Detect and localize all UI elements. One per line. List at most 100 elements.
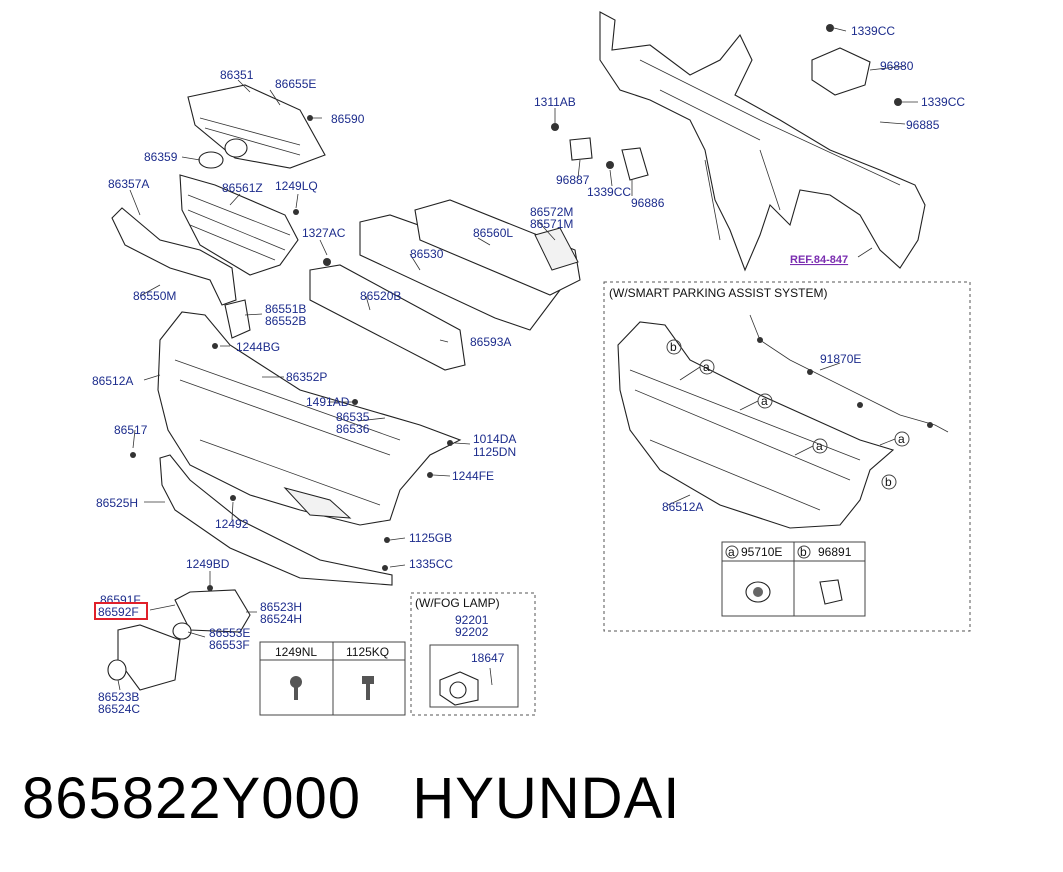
label-96886: 96886 xyxy=(631,196,665,210)
small-brackets xyxy=(551,24,902,181)
lower-stiffener xyxy=(309,264,466,371)
label-86512A-spas: 86512A xyxy=(662,500,703,514)
label-1249BD: 1249BD xyxy=(186,557,230,571)
sensor-bracket-icon xyxy=(819,579,843,605)
cowl-crossmember xyxy=(599,11,926,272)
label-1335CC: 1335CC xyxy=(409,557,453,571)
step-pad xyxy=(534,227,579,271)
part-number-footer: 865822Y000 HYUNDAI xyxy=(22,765,680,832)
label-86552B: 86552B xyxy=(265,314,306,328)
grille-molding xyxy=(111,207,237,306)
label-1339CC-a: 1339CC xyxy=(587,185,631,199)
label-86592F: 86592F xyxy=(98,605,139,619)
label-86561Z: 86561Z xyxy=(222,181,263,195)
label-1249LQ: 1249LQ xyxy=(275,179,318,193)
front-bumper-cover xyxy=(157,311,462,526)
label-86535: 86535 xyxy=(336,410,370,424)
svg-text:a: a xyxy=(703,360,710,374)
callout-labels-right: 1311AB 96887 1339CC 96886 1339CC 96880 1… xyxy=(534,24,965,266)
label-86351: 86351 xyxy=(220,68,254,82)
svg-text:b: b xyxy=(670,340,677,354)
label-86593A: 86593A xyxy=(470,335,511,349)
label-86352P: 86352P xyxy=(286,370,327,384)
label-86512A: 86512A xyxy=(92,374,133,388)
label-12492: 12492 xyxy=(215,517,249,531)
energy-absorber xyxy=(414,199,581,296)
part-number: 865822Y000 xyxy=(22,766,361,831)
label-86572M: 86572M xyxy=(530,205,573,219)
label-1311AB: 1311AB xyxy=(534,95,576,109)
fastener-legend: 1249NL 1125KQ xyxy=(259,641,406,716)
label-96880: 96880 xyxy=(880,59,914,73)
legend-96891: 96891 xyxy=(818,545,852,559)
svg-text:a: a xyxy=(898,432,905,446)
label-86536: 86536 xyxy=(336,422,370,436)
label-92201: 92201 xyxy=(455,613,489,627)
label-86571M: 86571M xyxy=(530,217,573,231)
reference-link: REF.84-847 xyxy=(790,254,848,266)
label-96887: 96887 xyxy=(556,173,590,187)
radiator-grille xyxy=(179,174,299,276)
legend-95710E: 95710E xyxy=(741,545,782,559)
sensor-legend: a 95710E b 96891 xyxy=(721,541,866,617)
label-1244FE: 1244FE xyxy=(452,469,494,483)
label-86523H: 86523H xyxy=(260,600,302,614)
lower-lip xyxy=(159,454,393,586)
fog-bezel xyxy=(107,589,251,691)
label-86359: 86359 xyxy=(144,150,178,164)
svg-text:a: a xyxy=(816,439,823,453)
label-1014DA: 1014DA xyxy=(473,432,516,446)
upper-grille xyxy=(187,84,326,169)
leader-lines xyxy=(117,79,556,691)
highlight-box-86592F xyxy=(94,602,148,620)
label-96885: 96885 xyxy=(906,118,940,132)
fog-lamp-title: (W/FOG LAMP) xyxy=(415,596,500,610)
label-1491AD: 1491AD xyxy=(306,395,350,409)
legend-1249NL: 1249NL xyxy=(275,645,317,659)
label-86517: 86517 xyxy=(114,423,148,437)
label-86523B: 86523B xyxy=(98,690,139,704)
spas-wiring-harness xyxy=(749,314,949,433)
label-1125DN: 1125DN xyxy=(473,445,516,459)
label-91870E: 91870E xyxy=(820,352,861,366)
label-86520B: 86520B xyxy=(360,289,401,303)
label-86524C: 86524C xyxy=(98,702,140,716)
callout-labels-left: 86351 86655E 86590 86359 86357A 86561Z 1… xyxy=(92,68,573,716)
svg-text:a: a xyxy=(728,545,735,559)
label-86525H: 86525H xyxy=(96,496,138,510)
label-18647: 18647 xyxy=(471,651,505,665)
spas-title: (W/SMART PARKING ASSIST SYSTEM) xyxy=(609,286,827,300)
parking-sensor-icon xyxy=(745,581,771,603)
label-1339CC-c: 1339CC xyxy=(921,95,965,109)
bumper-beam-upper xyxy=(359,214,561,331)
label-86550M: 86550M xyxy=(133,289,176,303)
label-86357A: 86357A xyxy=(108,177,149,191)
legend-1125KQ: 1125KQ xyxy=(346,645,389,659)
spas-box: (W/SMART PARKING ASSIST SYSTEM) 91870E 8… xyxy=(603,281,971,632)
svg-text:b: b xyxy=(800,545,807,559)
label-1327AC: 1327AC xyxy=(302,226,346,240)
fasteners xyxy=(130,115,453,591)
label-92202: 92202 xyxy=(455,625,489,639)
brand-name: HYUNDAI xyxy=(412,766,681,831)
leader-lines-right xyxy=(554,27,918,258)
svg-text:a: a xyxy=(761,394,768,408)
callout-markers: b a a a a b xyxy=(666,339,910,490)
sensor-module xyxy=(811,47,871,96)
label-86560L: 86560L xyxy=(473,226,513,240)
fog-lamp-box: (W/FOG LAMP) 92201 92202 18647 xyxy=(410,592,536,716)
emblem xyxy=(198,138,248,169)
label-86553E: 86553E xyxy=(209,626,250,640)
bolt-icon xyxy=(362,676,374,700)
label-1339CC-b: 1339CC xyxy=(851,24,895,38)
screw-icon xyxy=(290,676,302,700)
svg-text:b: b xyxy=(885,475,892,489)
parts-diagram: 86351 86655E 86590 86359 86357A 86561Z 1… xyxy=(92,11,971,716)
label-86530: 86530 xyxy=(410,247,444,261)
label-1125GB: 1125GB xyxy=(409,531,452,545)
label-86524H: 86524H xyxy=(260,612,302,626)
fog-lamp-icon xyxy=(439,667,493,706)
spas-bumper-cover xyxy=(617,321,895,529)
label-1244BG: 1244BG xyxy=(236,340,280,354)
label-86553F: 86553F xyxy=(209,638,250,652)
